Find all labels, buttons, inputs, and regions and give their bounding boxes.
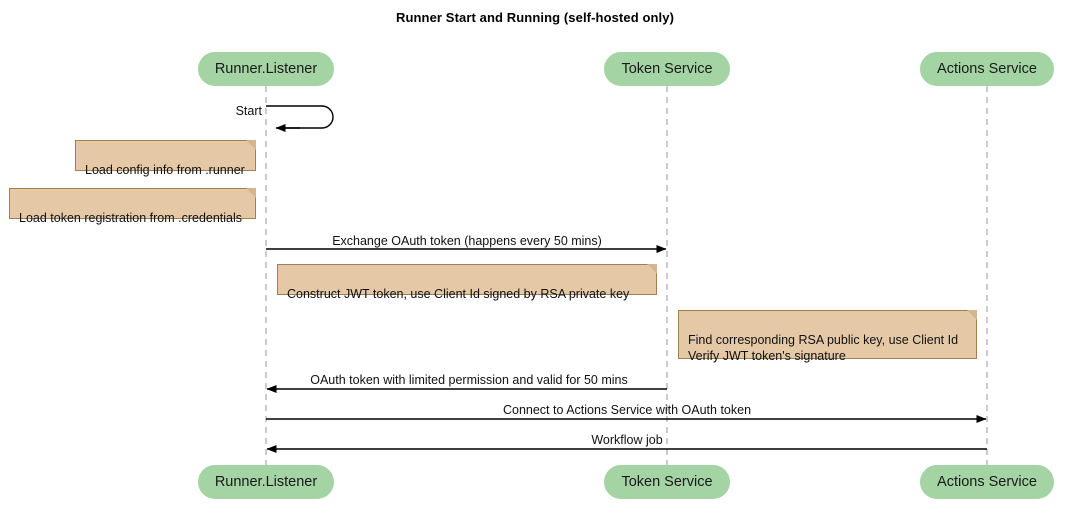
participant-footer-runner-listener[interactable]: Runner.Listener bbox=[198, 465, 334, 499]
note-construct-jwt: Construct JWT token, use Client Id signe… bbox=[277, 264, 657, 301]
message-label-oauth-return: OAuth token with limited permission and … bbox=[310, 373, 628, 387]
message-start-arrow bbox=[266, 105, 334, 132]
note-fold-icon bbox=[246, 188, 256, 198]
participant-label: Token Service bbox=[621, 60, 713, 77]
participant-footer-token-service[interactable]: Token Service bbox=[604, 465, 730, 499]
message-label-exchange-oauth: Exchange OAuth token (happens every 50 m… bbox=[332, 234, 602, 248]
participant-label: Token Service bbox=[621, 473, 713, 490]
note-text: Load token registration from .credential… bbox=[19, 211, 243, 225]
note-fold-icon bbox=[647, 264, 657, 274]
note-text: Load config info from .runner bbox=[85, 163, 245, 177]
message-label-workflow-job: Workflow job bbox=[591, 433, 663, 447]
note-text: Construct JWT token, use Client Id signe… bbox=[287, 287, 630, 301]
participant-footer-actions-service[interactable]: Actions Service bbox=[920, 465, 1054, 499]
lifelines bbox=[265, 86, 988, 466]
participant-label: Runner.Listener bbox=[214, 473, 318, 490]
note-verify-jwt: Find corresponding RSA public key, use C… bbox=[678, 310, 977, 363]
note-load-token-registration: Load token registration from .credential… bbox=[9, 188, 256, 225]
message-label-connect-actions: Connect to Actions Service with OAuth to… bbox=[502, 403, 752, 417]
participant-label: Runner.Listener bbox=[214, 60, 318, 77]
note-fold-icon bbox=[246, 140, 256, 150]
note-text: Find corresponding RSA public key, use C… bbox=[688, 333, 959, 363]
message-label-start: Start bbox=[235, 104, 262, 118]
page-title: Runner Start and Running (self-hosted on… bbox=[395, 10, 675, 25]
participant-header-token-service[interactable]: Token Service bbox=[604, 52, 730, 86]
participant-label: Actions Service bbox=[937, 473, 1037, 490]
participant-header-runner-listener[interactable]: Runner.Listener bbox=[198, 52, 334, 86]
note-load-config: Load config info from .runner bbox=[75, 140, 256, 177]
participant-label: Actions Service bbox=[937, 60, 1037, 77]
participant-header-actions-service[interactable]: Actions Service bbox=[920, 52, 1054, 86]
note-fold-icon bbox=[967, 310, 977, 320]
